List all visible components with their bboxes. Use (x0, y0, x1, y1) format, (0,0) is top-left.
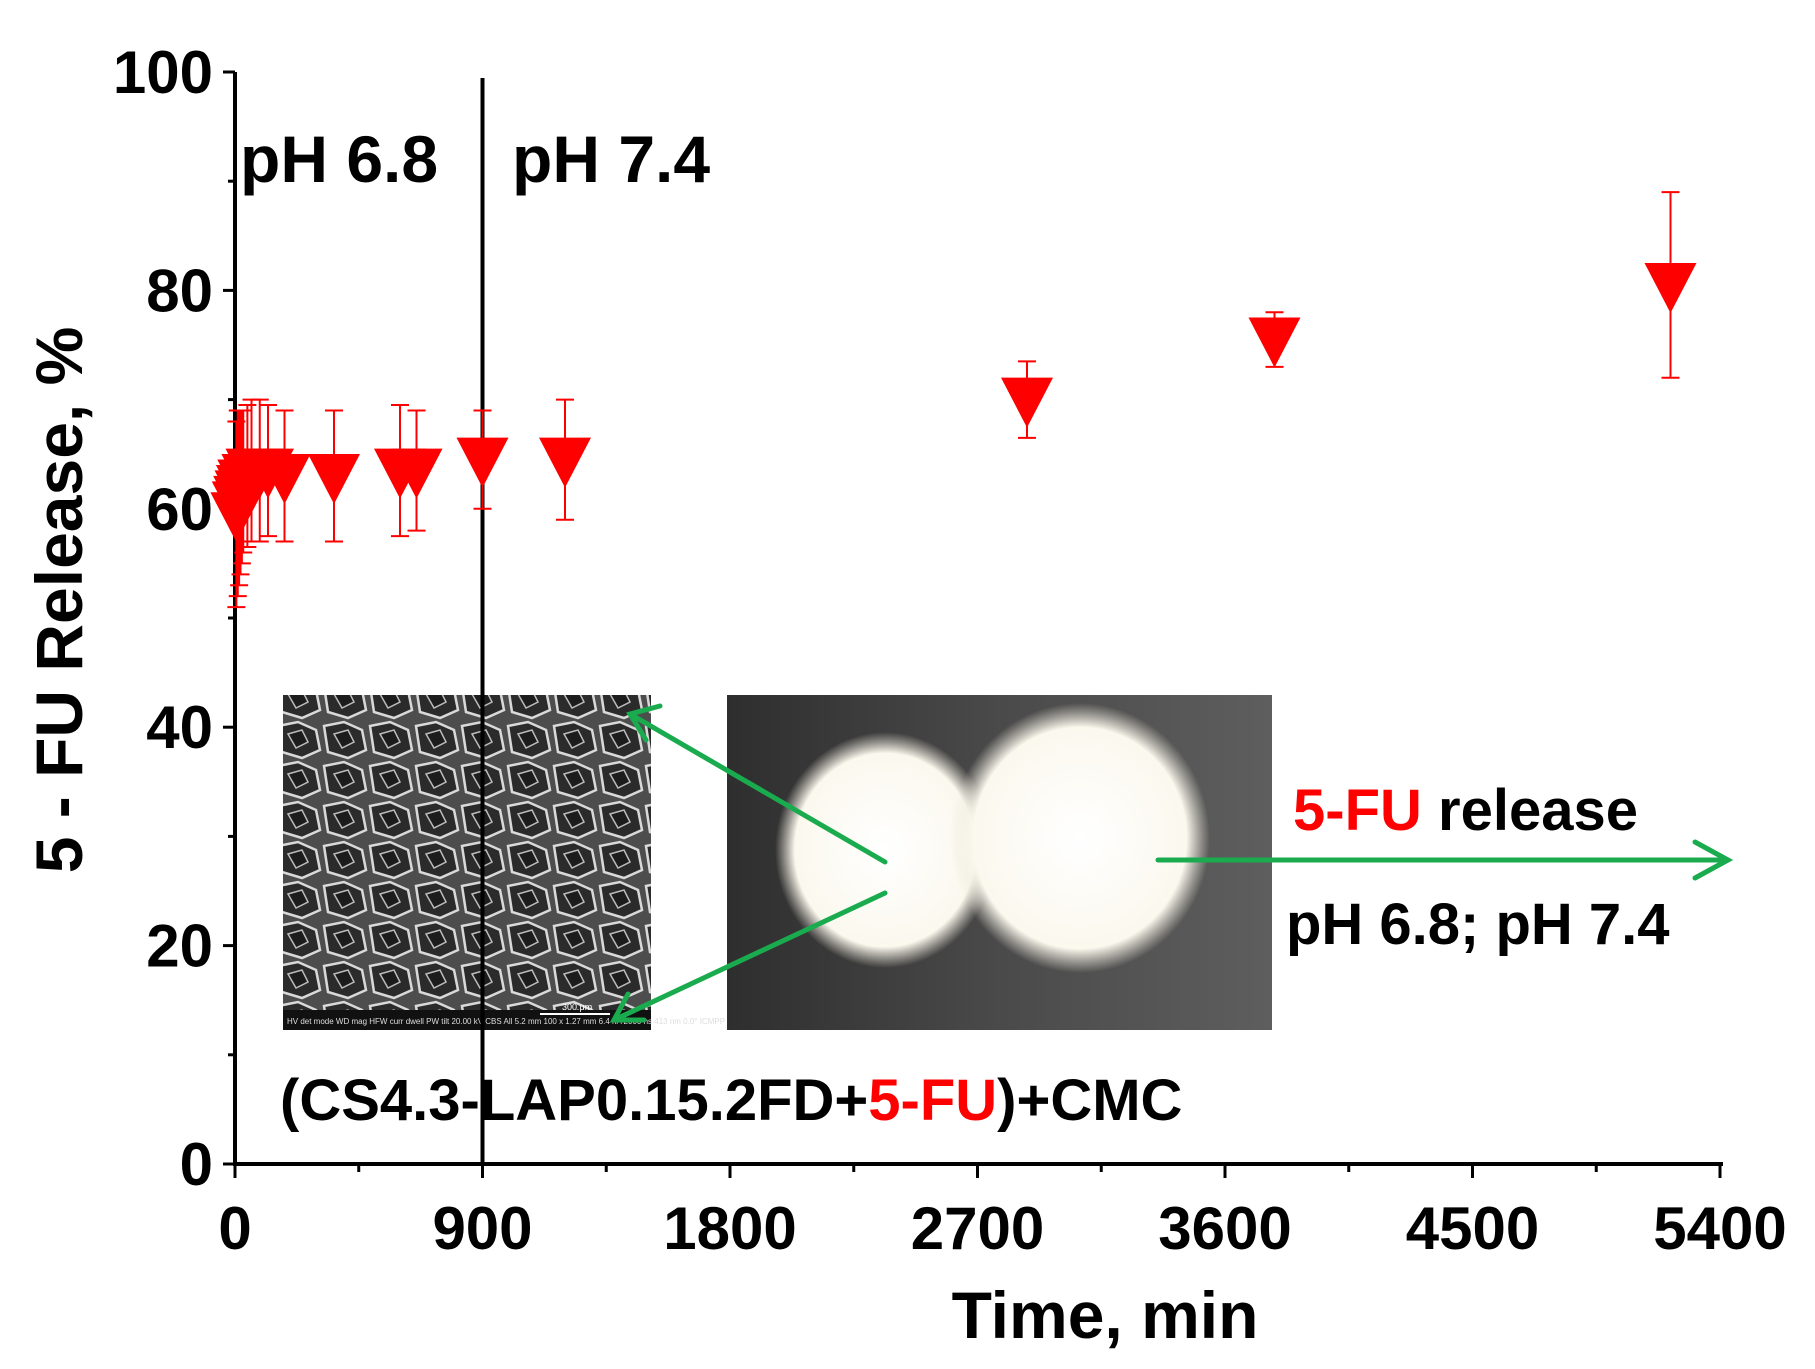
data-series (210, 191, 1697, 609)
x-axis-title: Time, min (952, 1278, 1259, 1352)
data-point (258, 454, 311, 505)
hydrogel-bead-left (775, 732, 995, 968)
annotation-arrows (609, 703, 1734, 1023)
x-tick-label: 900 (432, 1195, 532, 1262)
y-tick-label: 100 (113, 39, 213, 106)
region-label-ph74: pH 7.4 (512, 122, 710, 196)
x-tick-label: 2700 (911, 1195, 1044, 1262)
arrow-to-sem-bottom (611, 890, 888, 1023)
arrowhead-sem-top (626, 703, 663, 743)
arrowhead-release (1692, 839, 1734, 881)
sem-footer-text: HV det mode WD mag HFW curr dwell PW til… (287, 1017, 776, 1026)
release-annotation-red: 5-FU (1293, 778, 1422, 843)
sample-label-suffix: )+CMC (997, 1068, 1182, 1133)
y-tick-label: 20 (146, 913, 213, 980)
x-tick-label: 4500 (1406, 1195, 1539, 1262)
y-axis-title: 5 - FU Release, % (22, 327, 96, 874)
y-ticks: 0 20 40 60 80 100 (113, 39, 235, 1198)
data-point (390, 448, 443, 499)
sem-scalebar-label: 300 μm (562, 1002, 592, 1012)
y-tick-label: 0 (180, 1131, 213, 1198)
hydrogel-bead-right (950, 703, 1210, 973)
x-ticks: 0 900 1800 2700 3600 4500 5400 (218, 1164, 1787, 1262)
data-point (308, 454, 360, 505)
region-label-ph68: pH 6.8 (240, 122, 438, 196)
release-annotation-text: release (1422, 778, 1638, 843)
sem-micrograph: HV det mode WD mag HFW curr dwell PW til… (283, 695, 776, 1030)
y-tick-label: 80 (146, 257, 213, 324)
y-tick-label: 40 (146, 694, 213, 761)
arrow-to-sem-top (627, 711, 888, 865)
x-tick-label: 5400 (1653, 1195, 1786, 1262)
data-point (1644, 262, 1697, 313)
x-tick-label: 1800 (663, 1195, 796, 1262)
ph-conditions-annotation: pH 6.8; pH 7.4 (1286, 892, 1670, 957)
arrowhead-sem-bottom (609, 991, 647, 1023)
inset-images: HV det mode WD mag HFW curr dwell PW til… (283, 695, 1272, 1030)
x-tick-label: 0 (218, 1195, 251, 1262)
release-annotation: 5-FU release (1293, 778, 1638, 843)
sample-label-red: 5-FU (868, 1068, 997, 1133)
data-point (456, 437, 509, 488)
data-point (1248, 317, 1301, 368)
sample-label-prefix: (CS4.3-LAP0.15.2FD+ (280, 1068, 868, 1133)
y-tick-label: 60 (146, 476, 213, 543)
data-point (1001, 377, 1053, 428)
data-point (539, 437, 591, 488)
x-tick-label: 3600 (1158, 1195, 1291, 1262)
sample-label: (CS4.3-LAP0.15.2FD+5-FU)+CMC (280, 1068, 1182, 1133)
